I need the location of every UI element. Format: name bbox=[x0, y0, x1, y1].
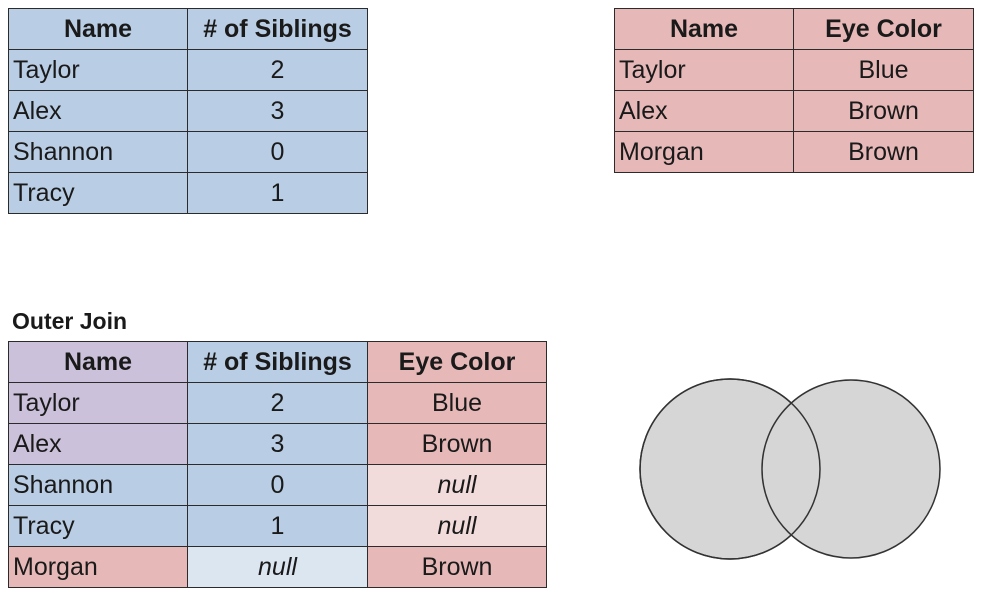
cell-name: Alex bbox=[614, 90, 794, 132]
cell-siblings: 0 bbox=[187, 464, 368, 506]
header-name: Name bbox=[614, 8, 794, 50]
table-row: Alex 3 Brown bbox=[8, 423, 547, 465]
cell-siblings: 0 bbox=[187, 131, 368, 173]
siblings-table: Name # of Siblings Taylor 2 Alex 3 Shann… bbox=[8, 8, 368, 214]
table-row: Alex 3 bbox=[8, 90, 368, 132]
cell-eye-color: Brown bbox=[367, 423, 547, 465]
cell-name: Tracy bbox=[8, 172, 188, 214]
cell-siblings-null: null bbox=[187, 546, 368, 588]
cell-siblings: 2 bbox=[187, 382, 368, 424]
table-header-row: Name # of Siblings Eye Color bbox=[8, 341, 547, 383]
table-row: Taylor 2 bbox=[8, 49, 368, 91]
header-name: Name bbox=[8, 341, 188, 383]
cell-eye-color: Blue bbox=[793, 49, 974, 91]
cell-siblings: 1 bbox=[187, 172, 368, 214]
header-eye-color: Eye Color bbox=[367, 341, 547, 383]
cell-name: Taylor bbox=[614, 49, 794, 91]
cell-eye-color-null: null bbox=[367, 505, 547, 547]
header-siblings: # of Siblings bbox=[187, 341, 368, 383]
table-row: Shannon 0 null bbox=[8, 464, 547, 506]
table-row: Alex Brown bbox=[614, 90, 974, 132]
cell-eye-color: Brown bbox=[367, 546, 547, 588]
table-header-row: Name # of Siblings bbox=[8, 8, 368, 50]
eyecolor-table: Name Eye Color Taylor Blue Alex Brown Mo… bbox=[614, 8, 974, 173]
header-eye-color: Eye Color bbox=[793, 8, 974, 50]
cell-name: Morgan bbox=[614, 131, 794, 173]
table-row: Morgan null Brown bbox=[8, 546, 547, 588]
table-row: Taylor 2 Blue bbox=[8, 382, 547, 424]
table-header-row: Name Eye Color bbox=[614, 8, 974, 50]
cell-siblings: 2 bbox=[187, 49, 368, 91]
cell-eye-color: Brown bbox=[793, 90, 974, 132]
cell-siblings: 1 bbox=[187, 505, 368, 547]
cell-eye-color: Brown bbox=[793, 131, 974, 173]
header-siblings: # of Siblings bbox=[187, 8, 368, 50]
cell-eye-color-null: null bbox=[367, 464, 547, 506]
outer-join-title: Outer Join bbox=[12, 308, 128, 334]
cell-name: Shannon bbox=[8, 464, 188, 506]
outer-join-table: Name # of Siblings Eye Color Taylor 2 Bl… bbox=[8, 341, 547, 588]
cell-eye-color: Blue bbox=[367, 382, 547, 424]
cell-siblings: 3 bbox=[187, 423, 368, 465]
cell-name: Taylor bbox=[8, 382, 188, 424]
cell-name: Shannon bbox=[8, 131, 188, 173]
table-row: Tracy 1 bbox=[8, 172, 368, 214]
cell-name: Alex bbox=[8, 90, 188, 132]
venn-left-outline bbox=[639, 378, 821, 560]
cell-name: Morgan bbox=[8, 546, 188, 588]
cell-siblings: 3 bbox=[187, 90, 368, 132]
table-row: Tracy 1 null bbox=[8, 505, 547, 547]
table-row: Shannon 0 bbox=[8, 131, 368, 173]
venn-diagram bbox=[639, 378, 941, 560]
cell-name: Taylor bbox=[8, 49, 188, 91]
header-name: Name bbox=[8, 8, 188, 50]
cell-name: Tracy bbox=[8, 505, 188, 547]
table-row: Morgan Brown bbox=[614, 131, 974, 173]
table-row: Taylor Blue bbox=[614, 49, 974, 91]
cell-name: Alex bbox=[8, 423, 188, 465]
venn-right-circle bbox=[761, 379, 941, 559]
